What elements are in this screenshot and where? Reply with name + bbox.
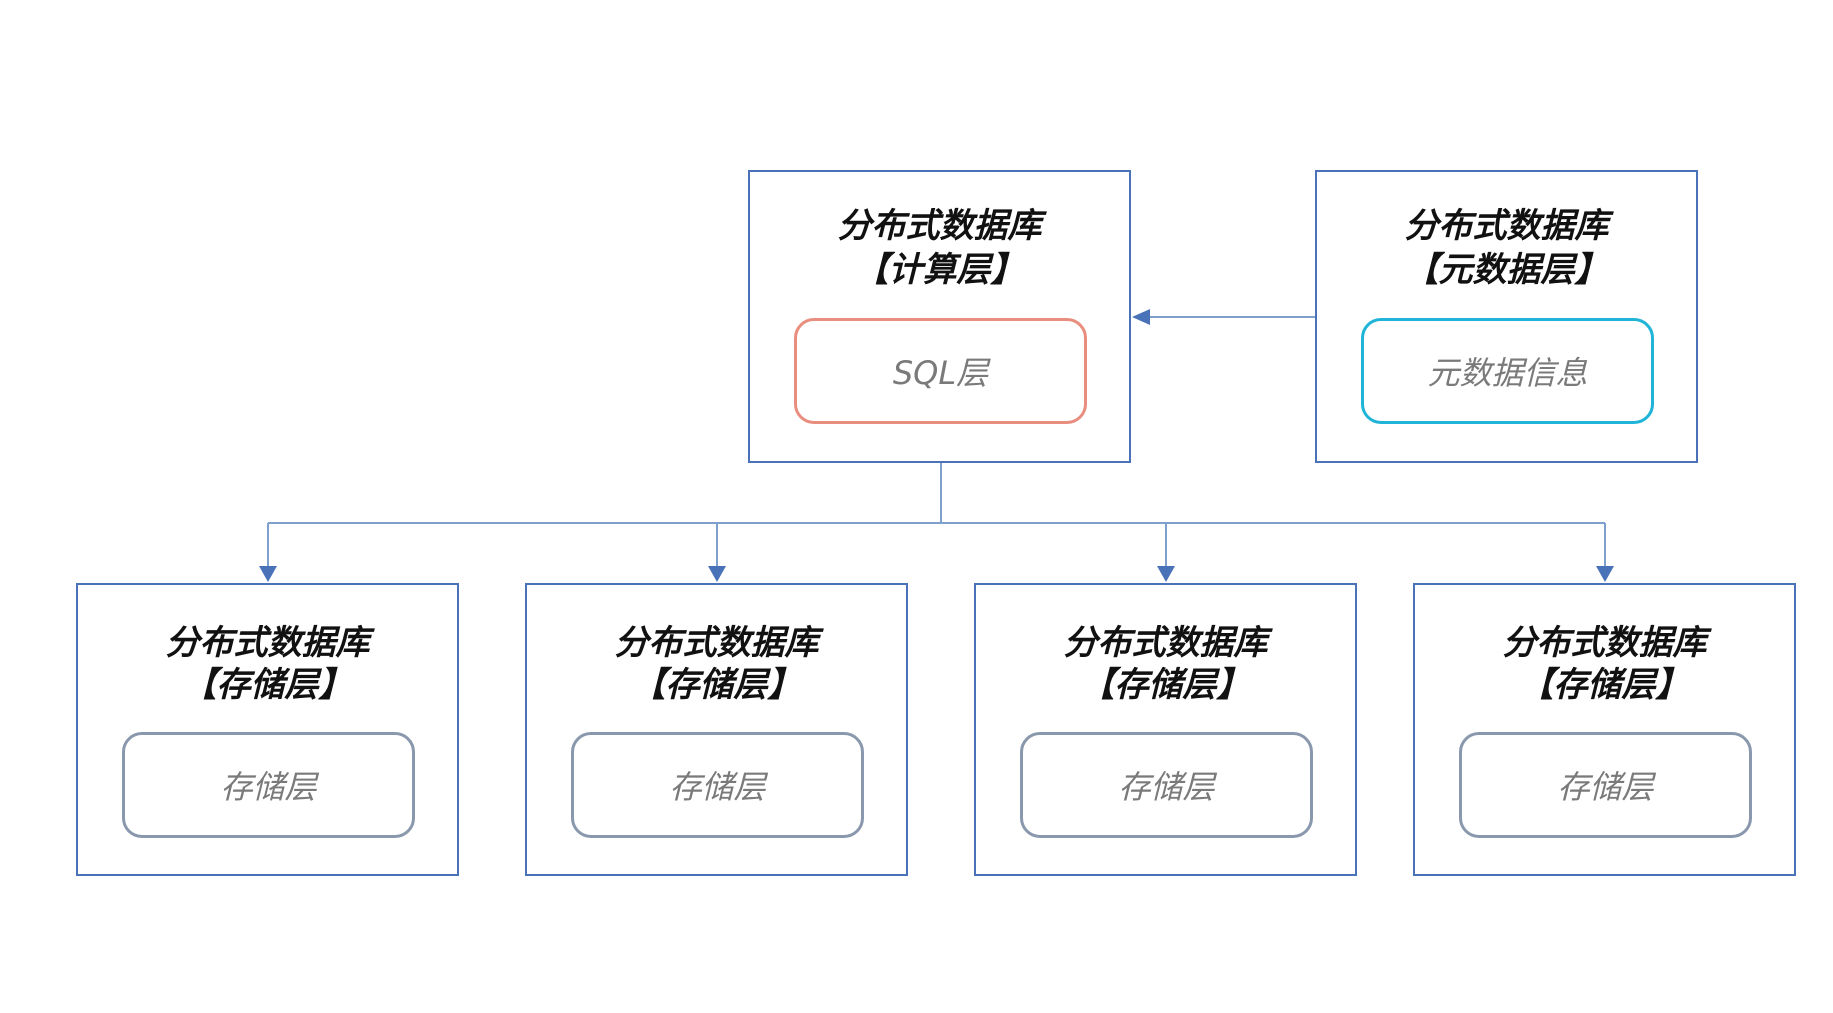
storage-inner-box: 存储层	[1020, 732, 1313, 838]
sql-layer-box: SQL层	[794, 318, 1087, 424]
storage-inner-box: 存储层	[1459, 732, 1752, 838]
storage-layer-node-4: 分布式数据库 【存储层】 存储层	[1413, 583, 1796, 876]
drop-arrow-1	[259, 566, 277, 582]
storage-layer-node-3: 分布式数据库 【存储层】 存储层	[974, 583, 1357, 876]
storage-node-subtitle: 【存储层】	[182, 665, 353, 705]
drop-arrow-3	[1157, 566, 1175, 582]
metadata-node-subtitle: 【元数据层】	[1404, 250, 1609, 290]
storage-node-subtitle: 【存储层】	[1080, 665, 1251, 705]
compute-node-subtitle: 【计算层】	[854, 250, 1025, 290]
storage-node-subtitle: 【存储层】	[631, 665, 802, 705]
storage-inner-box: 存储层	[571, 732, 864, 838]
metadata-info-box: 元数据信息	[1361, 318, 1654, 424]
compute-node-title: 分布式数据库	[837, 206, 1042, 246]
storage-node-title: 分布式数据库	[1502, 623, 1707, 663]
storage-layer-node-2: 分布式数据库 【存储层】 存储层	[525, 583, 908, 876]
storage-node-subtitle: 【存储层】	[1519, 665, 1690, 705]
storage-node-title: 分布式数据库	[1063, 623, 1268, 663]
storage-node-title: 分布式数据库	[165, 623, 370, 663]
arrow-head-left	[1132, 309, 1150, 325]
metadata-layer-node: 分布式数据库 【元数据层】 元数据信息	[1315, 170, 1698, 463]
metadata-node-title: 分布式数据库	[1404, 206, 1609, 246]
drop-arrow-4	[1596, 566, 1614, 582]
storage-node-title: 分布式数据库	[614, 623, 819, 663]
storage-layer-node-1: 分布式数据库 【存储层】 存储层	[76, 583, 459, 876]
drop-arrow-2	[708, 566, 726, 582]
compute-layer-node: 分布式数据库 【计算层】 SQL层	[748, 170, 1131, 463]
storage-inner-box: 存储层	[122, 732, 415, 838]
